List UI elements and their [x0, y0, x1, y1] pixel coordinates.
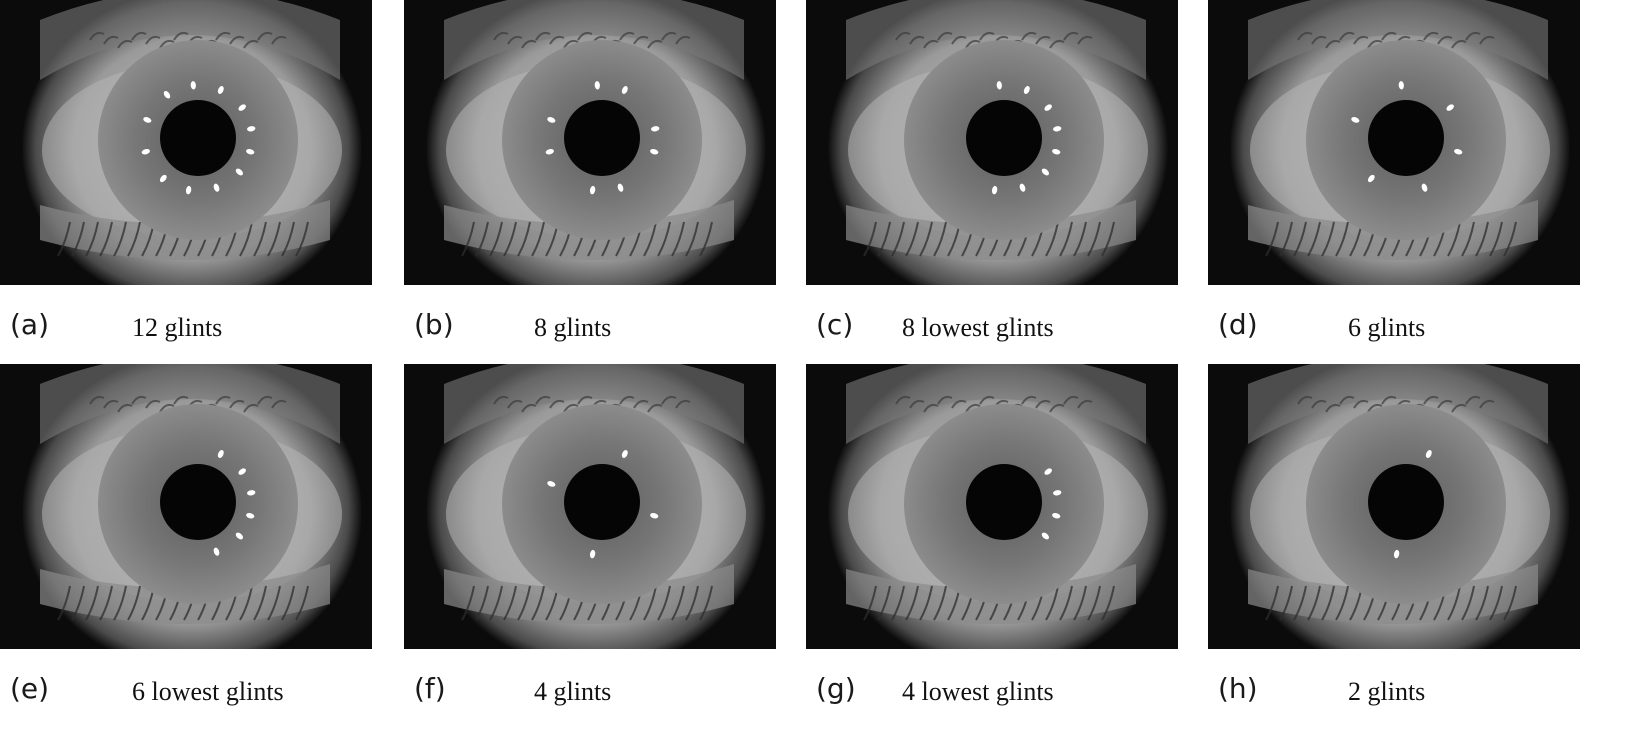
glint-mark — [1053, 126, 1062, 132]
glint-mark — [217, 86, 224, 94]
glint-mark — [190, 81, 196, 90]
glint-mark — [547, 117, 556, 123]
glint-mark — [238, 104, 246, 111]
panel-letter: (g) — [816, 672, 856, 705]
glint-mark — [1425, 450, 1432, 458]
glint-mark — [213, 183, 220, 192]
figure-panel: (d) 6 glints — [1208, 0, 1580, 341]
glint-mark — [1454, 148, 1463, 155]
panel-caption: (a) 12 glints — [0, 285, 372, 341]
glint-mark — [1367, 174, 1375, 183]
glint-mark — [589, 185, 596, 195]
figure-panel: (a) 12 glints — [0, 0, 372, 341]
glint-mark — [247, 490, 256, 496]
glint-mark — [621, 86, 628, 94]
glint-mark — [246, 512, 255, 519]
glint-mark — [594, 81, 600, 90]
panel-label: 8 lowest glints — [902, 313, 1054, 342]
glint-mark — [650, 512, 659, 519]
glint-mark — [235, 168, 244, 176]
glint-mark — [1351, 117, 1360, 123]
eye-image — [0, 364, 372, 649]
glint-mark — [213, 547, 220, 556]
glint-mark — [651, 126, 660, 132]
eye-image — [0, 0, 372, 285]
panel-label: 2 glints — [1348, 677, 1426, 706]
glint-mark — [217, 450, 224, 458]
eye-image — [1208, 0, 1580, 285]
panel-caption: (g) 4 lowest glints — [806, 649, 1178, 705]
panel-letter: (f) — [414, 672, 446, 705]
panel-caption: (h) 2 glints — [1208, 649, 1580, 705]
glint-mark — [235, 532, 244, 540]
glint-mark — [991, 185, 998, 195]
figure-panel: (h) 2 glints — [1208, 364, 1580, 705]
glint-mark — [1446, 104, 1454, 111]
panel-caption: (c) 8 lowest glints — [806, 285, 1178, 341]
panel-label: 6 lowest glints — [132, 677, 284, 706]
glint-mark — [159, 174, 167, 183]
panel-caption: (e) 6 lowest glints — [0, 649, 372, 705]
panel-label: 4 glints — [534, 677, 612, 706]
panel-caption: (b) 8 glints — [404, 285, 776, 341]
glint-mark — [1052, 148, 1061, 155]
glint-mark — [547, 481, 556, 487]
glint-mark — [238, 468, 246, 475]
panel-label: 8 glints — [534, 313, 612, 342]
glint-mark — [1041, 532, 1050, 540]
eye-image — [806, 364, 1178, 649]
panel-letter: (b) — [414, 308, 454, 341]
glint-mark — [1421, 183, 1428, 192]
panel-label: 4 lowest glints — [902, 677, 1054, 706]
figure-panel: (g) 4 lowest glints — [806, 364, 1178, 705]
panel-letter: (e) — [10, 672, 50, 705]
glint-mark — [141, 148, 150, 155]
panel-caption: (d) 6 glints — [1208, 285, 1580, 341]
eye-image — [404, 0, 776, 285]
glint-mark — [589, 549, 596, 559]
figure-panel: (c) 8 lowest glints — [806, 0, 1178, 341]
glint-mark — [1044, 104, 1052, 111]
glint-mark — [617, 183, 624, 192]
glint-mark — [621, 450, 628, 458]
eye-image — [404, 364, 776, 649]
panel-letter: (h) — [1218, 672, 1258, 705]
glint-mark — [163, 90, 171, 99]
glint-mark — [185, 185, 192, 195]
eye-image — [806, 0, 1178, 285]
glint-mark — [996, 81, 1002, 90]
glint-mark — [1053, 490, 1062, 496]
glint-mark — [545, 148, 554, 155]
panel-letter: (a) — [10, 308, 50, 341]
panel-letter: (d) — [1218, 308, 1258, 341]
glint-mark — [143, 117, 152, 123]
glint-mark — [1019, 183, 1026, 192]
glint-mark — [1044, 468, 1052, 475]
figure-panel: (f) 4 glints — [404, 364, 776, 705]
figure-panel: (b) 8 glints — [404, 0, 776, 341]
panel-letter: (c) — [816, 308, 854, 341]
eye-image — [1208, 364, 1580, 649]
glint-mark — [1052, 512, 1061, 519]
glint-mark — [247, 126, 256, 132]
glint-mark — [1398, 81, 1404, 90]
panel-caption: (f) 4 glints — [404, 649, 776, 705]
glint-mark — [650, 148, 659, 155]
glint-mark — [1041, 168, 1050, 176]
glint-mark — [1023, 86, 1030, 94]
panel-label: 12 glints — [132, 313, 223, 342]
glint-mark — [1393, 549, 1400, 559]
figure-panel: (e) 6 lowest glints — [0, 364, 372, 705]
panel-label: 6 glints — [1348, 313, 1426, 342]
glint-mark — [246, 148, 255, 155]
